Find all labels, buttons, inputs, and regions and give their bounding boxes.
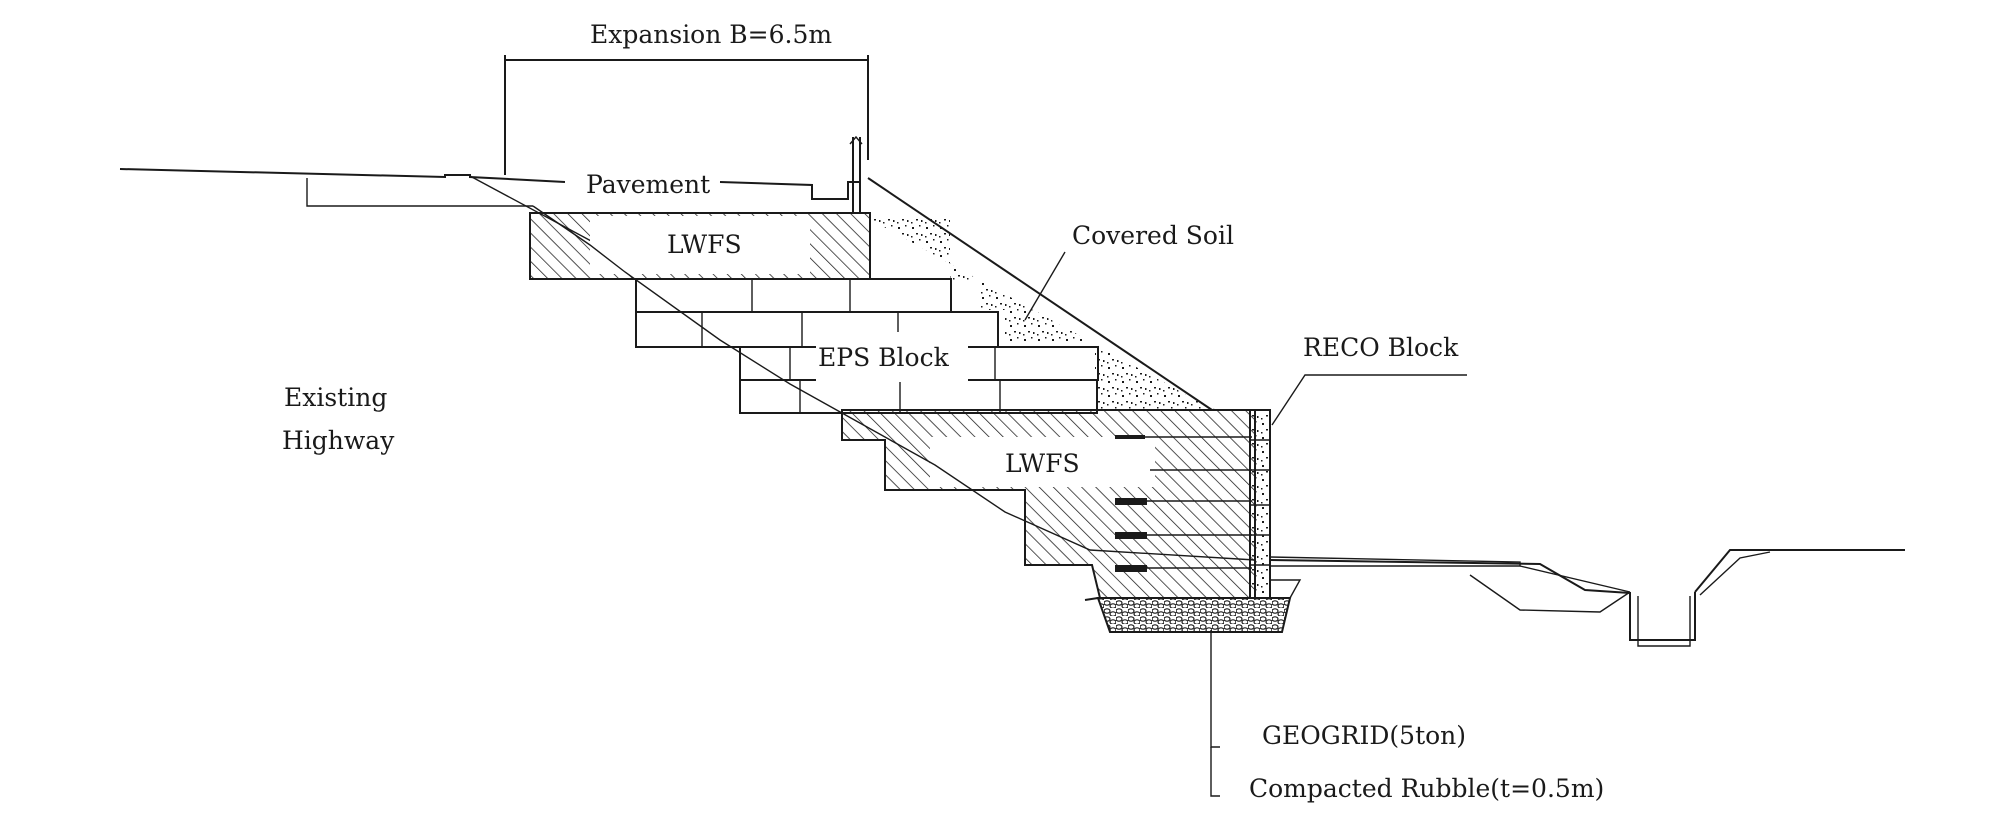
eps-block-label: EPS Block	[818, 343, 950, 372]
reco-block-leader	[1271, 374, 1467, 426]
covered-soil-leader	[1024, 251, 1066, 321]
compacted-rubble-label: Compacted Rubble(t=0.5m)	[1249, 774, 1604, 803]
geogrid-label: GEOGRID(5ton)	[1262, 721, 1466, 750]
right-ground	[1269, 549, 1905, 647]
pavement-label: Pavement	[586, 170, 710, 199]
geogrid-layers	[1115, 435, 1252, 572]
lwfs-top-block	[529, 212, 871, 280]
lwfs-bottom-block	[841, 409, 1256, 599]
existing-label: Existing	[284, 383, 387, 412]
reco-block-column	[1249, 409, 1271, 599]
highway-label: Highway	[282, 426, 395, 455]
expansion-label: Expansion B=6.5m	[590, 20, 832, 49]
covered-soil-label: Covered Soil	[1072, 221, 1234, 250]
lwfs-top-label: LWFS	[667, 230, 742, 259]
expansion-dimension	[504, 55, 869, 175]
rubble-leader	[1210, 747, 1220, 797]
lwfs-bottom-label: LWFS	[1005, 449, 1080, 478]
covered-soil-fill	[868, 218, 1255, 412]
existing-ground	[119, 168, 594, 243]
reco-block-label: RECO Block	[1303, 333, 1459, 362]
pavement-surface	[719, 135, 863, 214]
eps-blocks	[635, 278, 1099, 414]
compacted-rubble-base	[1084, 579, 1302, 633]
slip-line	[532, 205, 1256, 561]
geogrid-leader	[1210, 630, 1220, 748]
